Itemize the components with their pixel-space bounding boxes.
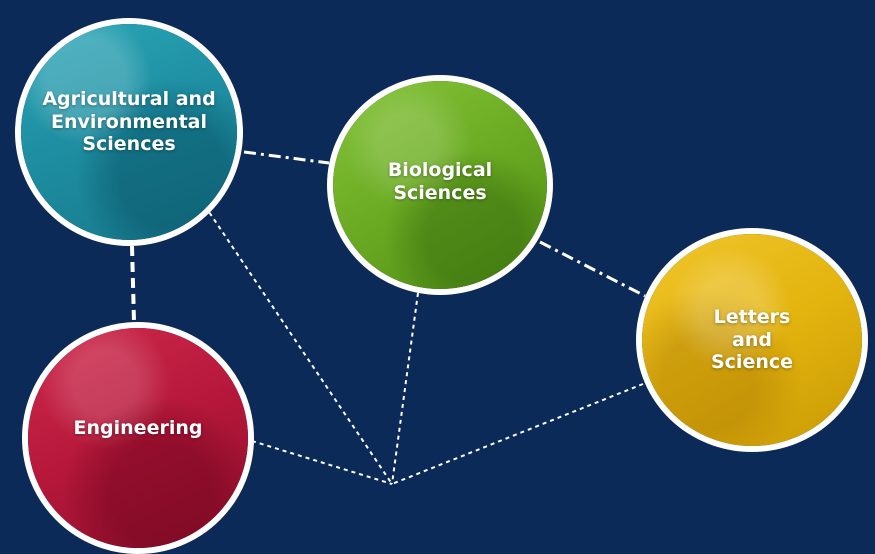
photo-agricultural xyxy=(21,24,237,240)
link-letters-hub xyxy=(391,383,644,485)
node-label-line: Agricultural and xyxy=(42,87,216,110)
link-eng-hub xyxy=(251,440,393,485)
link-agri-eng xyxy=(130,245,136,323)
photo-engineering xyxy=(28,328,248,548)
node-label-line: Science xyxy=(710,351,794,374)
link-bio-hub xyxy=(391,292,419,485)
node-label-line: Environmental xyxy=(51,110,207,133)
node-biological-sciences: Biological Sciences xyxy=(327,75,553,295)
node-label-line: Biological xyxy=(387,159,493,182)
node-label-line: Letters xyxy=(713,305,791,328)
node-label-line: Sciences xyxy=(393,182,487,204)
link-agri-bio xyxy=(243,150,330,165)
link-bio-letters xyxy=(539,240,646,298)
node-label-line: and xyxy=(732,328,772,351)
node-engineering: Engineering xyxy=(22,322,254,554)
photo-letters xyxy=(642,234,862,446)
photo-biological xyxy=(333,81,547,289)
node-agricultural-environmental-sciences: Agricultural and Environmental Sciences xyxy=(15,18,243,246)
node-label-line: Engineering xyxy=(73,416,203,439)
node-letters-and-science: Letters and Science xyxy=(636,228,868,452)
node-label-line: Sciences xyxy=(82,133,176,156)
